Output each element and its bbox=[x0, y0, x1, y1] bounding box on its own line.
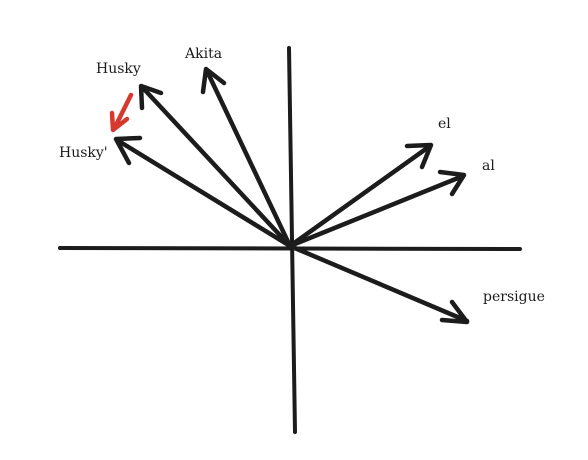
shift-arrow-arrowhead bbox=[109, 110, 130, 133]
vector-husky-prime-shaft bbox=[114, 137, 293, 249]
vector-el bbox=[287, 142, 434, 249]
vector-husky-prime bbox=[113, 135, 293, 249]
label-el: el bbox=[438, 116, 451, 132]
vector-akita bbox=[200, 66, 293, 249]
vector-persigue-shaft bbox=[287, 243, 470, 324]
vector-husky-shaft bbox=[140, 85, 293, 249]
label-husky-prime: Husky' bbox=[59, 145, 108, 161]
vector-al-shaft bbox=[287, 173, 466, 249]
vector-husky-prime-arrowhead bbox=[113, 135, 143, 166]
vector-al-arrowhead bbox=[437, 169, 467, 197]
label-akita: Akita bbox=[184, 46, 222, 62]
shift-arrow-shaft bbox=[111, 92, 134, 132]
vector-persigue-arrowhead bbox=[439, 299, 470, 325]
vector-husky-arrowhead bbox=[138, 83, 164, 111]
y-axis bbox=[287, 46, 297, 434]
vector-akita-arrowhead bbox=[200, 66, 227, 95]
vector-el-shaft bbox=[287, 143, 433, 249]
vector-akita-shaft bbox=[204, 68, 293, 249]
vector-al bbox=[287, 169, 467, 249]
label-husky: Husky bbox=[96, 61, 141, 77]
label-al: al bbox=[482, 158, 495, 174]
vector-husky bbox=[138, 83, 293, 249]
label-persigue: persigue bbox=[483, 289, 545, 305]
vector-persigue bbox=[287, 243, 470, 325]
shift-arrow bbox=[109, 92, 134, 133]
vector-el-arrowhead bbox=[404, 142, 434, 170]
x-axis bbox=[58, 246, 522, 251]
